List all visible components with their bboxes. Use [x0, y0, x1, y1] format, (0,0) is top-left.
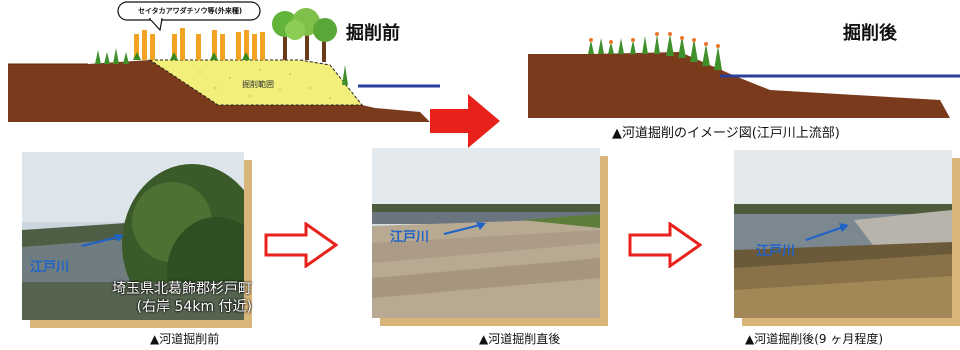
- diagram-after: [528, 32, 960, 118]
- caption-after: ▲河道掘削後(9 ヶ月程度): [745, 332, 884, 346]
- river-label-3: 江戸川: [756, 244, 796, 259]
- excavation-range-label: 掘削範囲: [242, 80, 274, 89]
- levee-soil-after: [528, 52, 950, 118]
- native-plants-icon: [588, 32, 722, 70]
- photo-just-after-card: 江戸川: [372, 148, 608, 326]
- flow-arrow-icon: [81, 234, 124, 247]
- diagram-caption: ▲河道掘削のイメージ図(江戸川上流部): [612, 126, 840, 141]
- location-line1: 埼玉県北葛飾郡杉戸町: [112, 281, 252, 297]
- river-label-2: 江戸川: [390, 230, 430, 245]
- photo-before: [22, 152, 244, 320]
- photo-just-after: [372, 148, 600, 318]
- outline-arrow-icon-1: [264, 222, 338, 268]
- location-text: 埼玉県北葛飾郡杉戸町 (右岸 54km 付近): [42, 280, 252, 316]
- caption-just-after: ▲河道掘削直後: [479, 332, 561, 346]
- red-arrow-icon: [430, 94, 500, 148]
- photo-after: [734, 150, 952, 318]
- callout-bubble: [117, 1, 261, 32]
- after-title: 掘削後: [843, 23, 897, 44]
- outline-arrow-icon-2: [628, 222, 702, 268]
- callout-text: セイタカアワダチソウ等(外来種): [137, 7, 243, 15]
- diagram-before: [8, 1, 440, 122]
- river-label-1: 江戸川: [30, 260, 70, 275]
- flow-arrow-icon-3: [805, 223, 849, 241]
- photo-before-card: 江戸川 埼玉県北葛飾郡杉戸町 (右岸 54km 付近): [22, 152, 252, 328]
- location-line2: (右岸 54km 付近): [136, 299, 252, 315]
- photo-after-card: 江戸川: [734, 150, 960, 326]
- before-title: 掘削前: [346, 23, 400, 44]
- flow-arrow-icon-2: [443, 222, 486, 235]
- caption-before: ▲河道掘削前: [150, 332, 220, 346]
- invasive-plants-icon: [95, 8, 348, 85]
